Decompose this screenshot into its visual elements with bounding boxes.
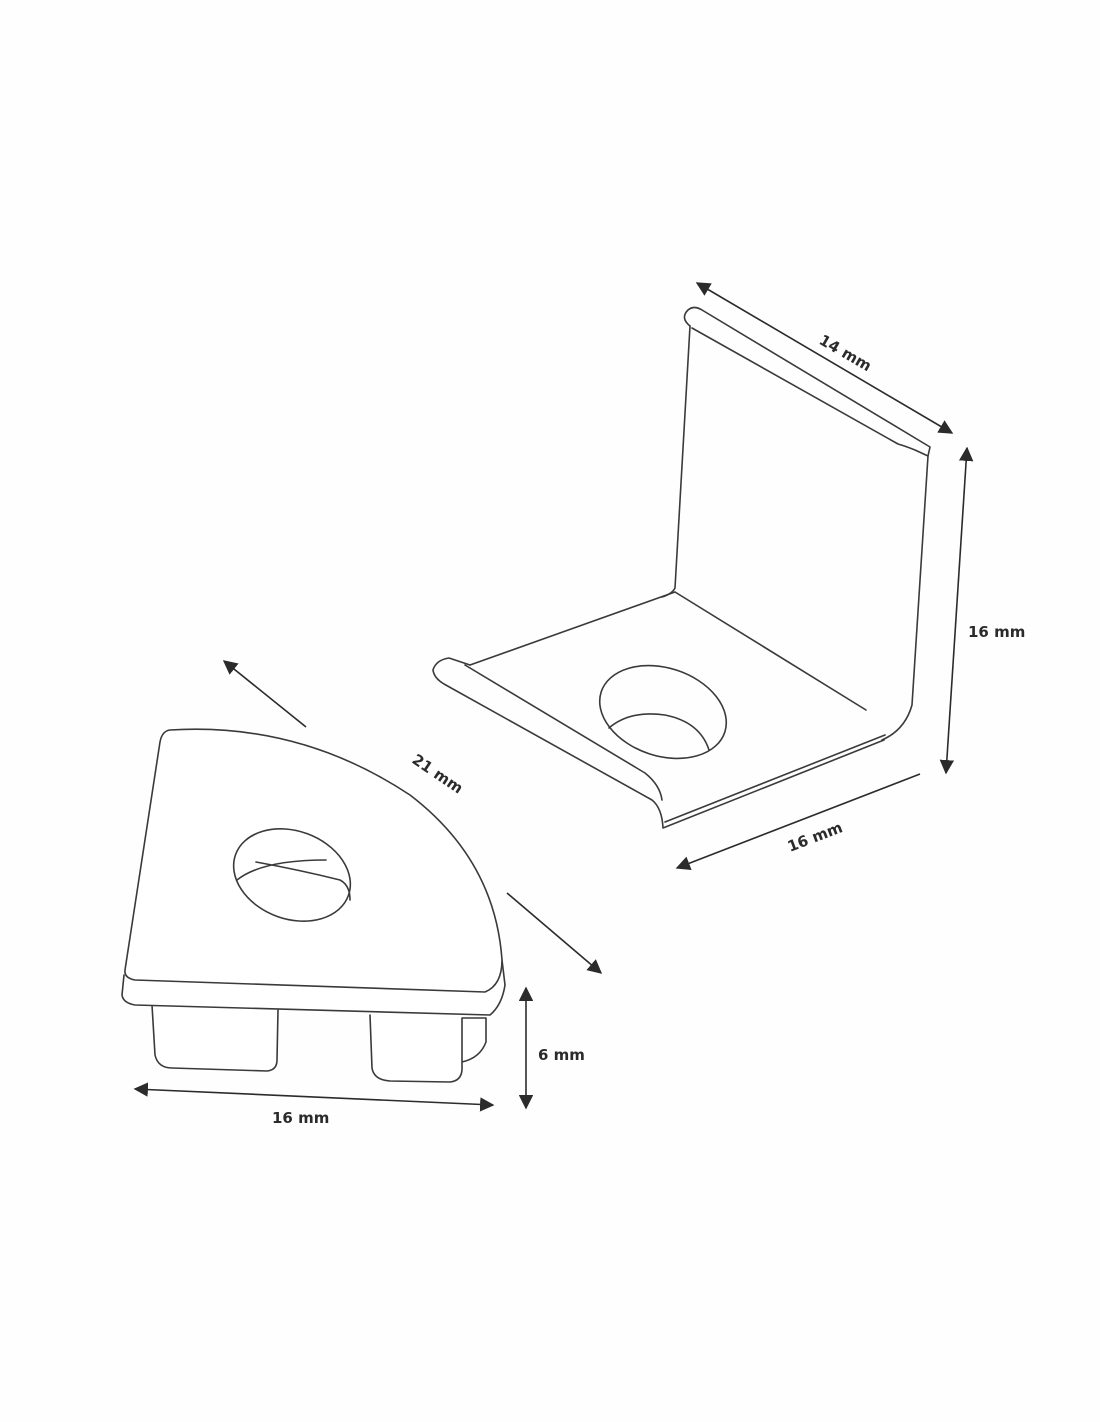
end-cap-width-label: 16 mm (272, 1109, 329, 1127)
end-cap-leg-left (151, 1004, 279, 1072)
end-cap-leg-right (369, 1014, 487, 1083)
end-cap-diagonal-arrow-upper (222, 660, 307, 728)
end-cap-height-label: 6 mm (538, 1046, 585, 1064)
end-cap-diagonal-label: 21 mm (409, 750, 467, 797)
end-cap-diagonal-arrow-lower (506, 892, 603, 974)
mounting-bracket (432, 306, 931, 829)
bracket-top-lip (683, 306, 931, 457)
end-cap-screw-hole (232, 828, 352, 922)
bracket-depth-arrow (675, 773, 921, 871)
bracket-height-label: 16 mm (968, 623, 1025, 641)
bracket-height-arrow (939, 446, 974, 775)
bracket-floor (469, 591, 867, 711)
end-cap (121, 728, 506, 1083)
bracket-depth-label: 16 mm (785, 818, 845, 855)
bracket-width-arrow (695, 282, 954, 434)
bracket-width-label: 14 mm (816, 331, 875, 375)
bracket-floor-front-edge (664, 734, 886, 823)
bracket-front-lip (432, 657, 885, 829)
end-cap-width-arrow (133, 1082, 495, 1112)
bracket-screw-hole (598, 664, 728, 760)
bracket-back-wall (661, 325, 929, 741)
